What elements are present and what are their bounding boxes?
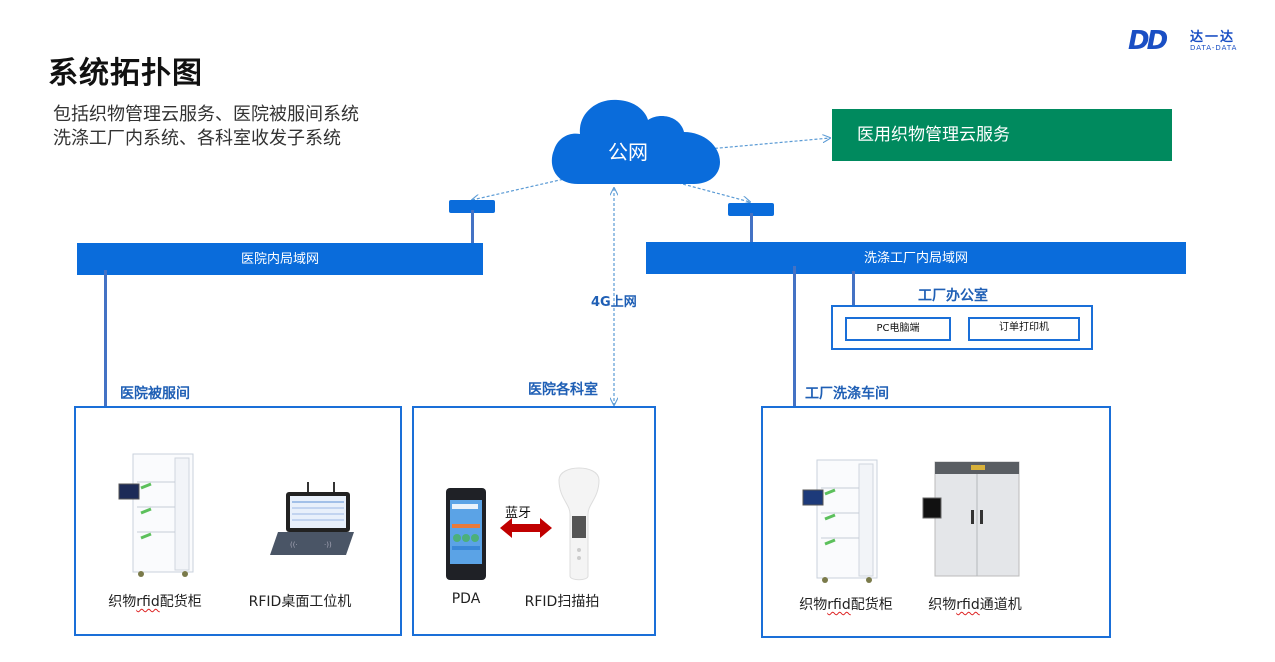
- hospital-router-uplink: [471, 210, 474, 244]
- cloud-icon: [551, 99, 720, 184]
- cloud-service-box: 医用织物管理云服务: [832, 109, 1172, 161]
- zone-label-laundry: 工厂洗涤车间: [805, 386, 889, 402]
- subtitle-line: 洗涤工厂内系统、各科室收发子系统: [53, 128, 341, 149]
- page-title: 系统拓扑图: [48, 56, 203, 91]
- device-label: 织物rfid配货柜: [799, 597, 893, 613]
- bidirectional-arrow-icon: [500, 518, 552, 538]
- cabinet-icon: [802, 459, 878, 583]
- bluetooth-label: 蓝牙: [505, 506, 532, 521]
- zone-laundry: 织物rfid配货柜 织物rfid通道机: [761, 406, 1111, 638]
- desktop-terminal-icon: ((· ·)): [270, 482, 354, 555]
- device-label: RFID桌面工位机: [248, 594, 352, 610]
- hospital-router: [449, 200, 495, 213]
- office-item-printer: 订单打印机: [968, 317, 1080, 341]
- device-label: 织物rfid配货柜: [108, 594, 202, 610]
- factory-router: [728, 203, 774, 216]
- factory-lan-label: 洗涤工厂内局域网: [863, 251, 968, 266]
- svg-text:·)): ·)): [324, 541, 332, 549]
- handheld-scanner-icon: [558, 467, 600, 581]
- hospital-lan-bar: 医院内局域网: [77, 243, 483, 275]
- device-label: 织物rfid通道机: [928, 597, 1022, 613]
- factory-lan-bar: 洗涤工厂内局域网: [646, 242, 1186, 274]
- factory-office-drop: [852, 271, 855, 306]
- pda-icon: [446, 488, 486, 580]
- public-network-cloud: 公网: [548, 92, 723, 187]
- zone-label-departments: 医院各科室: [528, 382, 598, 398]
- factory-office-box: PC电脑端 订单打印机: [831, 305, 1093, 350]
- factory-router-uplink: [750, 213, 753, 243]
- tunnel-machine-icon: [922, 461, 1020, 577]
- cabinet-icon: [118, 453, 194, 577]
- hospital-linen-drop: [104, 270, 107, 407]
- mobile-link-label: 4G上网: [591, 295, 637, 310]
- device-label: RFID扫描拍: [524, 594, 600, 610]
- zone-departments: 蓝牙 PDA RFID扫描拍: [412, 406, 656, 636]
- svg-text:((·: ((·: [290, 541, 298, 549]
- zone-label-linen-room: 医院被服间: [120, 386, 190, 402]
- cloud-label: 公网: [608, 140, 648, 164]
- factory-laundry-drop: [793, 266, 796, 407]
- factory-office-label: 工厂办公室: [918, 288, 988, 304]
- company-logo: DD 达一达 DATA-DATA: [1128, 26, 1248, 56]
- logo-mark: DD: [1128, 26, 1168, 56]
- zone-linen-room: ((· ·)) 织物rfid配货柜 RFID桌面工位机: [74, 406, 402, 636]
- page-subtitle: 包括织物管理云服务、医院被服间系统 洗涤工厂内系统、各科室收发子系统: [53, 103, 359, 151]
- logo-chinese-name: 达一达: [1190, 30, 1236, 45]
- office-item-pc: PC电脑端: [845, 317, 951, 341]
- logo-english-name: DATA-DATA: [1190, 44, 1238, 52]
- subtitle-line: 包括织物管理云服务、医院被服间系统: [53, 104, 359, 125]
- device-label: PDA: [451, 591, 481, 607]
